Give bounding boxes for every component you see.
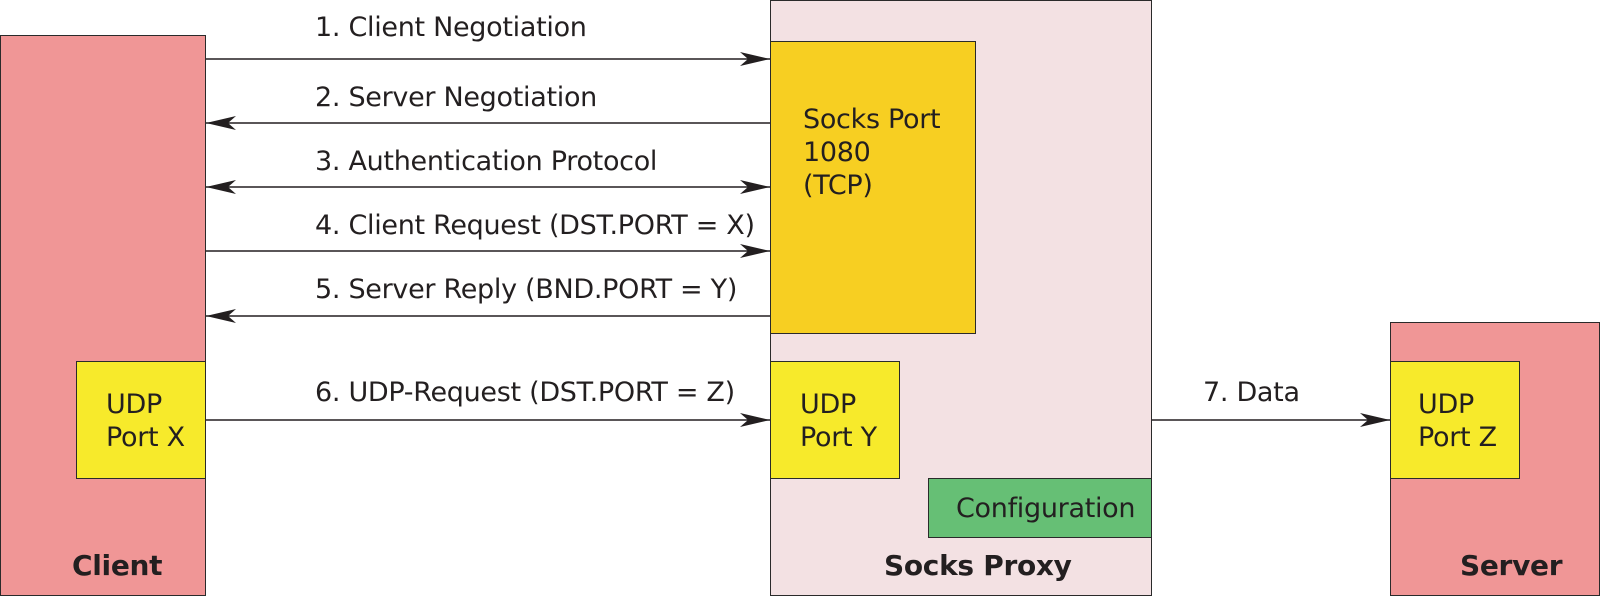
- message-label-client-negotiation: 1. Client Negotiation: [315, 12, 587, 43]
- message-label-server-reply: 5. Server Reply (BND.PORT = Y): [315, 274, 738, 305]
- message-label-authentication-protocol: 3. Authentication Protocol: [315, 146, 658, 177]
- client-udp-port-box: [76, 361, 206, 479]
- socks-port-label: Socks Port 1080 (TCP): [803, 104, 941, 201]
- socks-port-box: [770, 41, 976, 334]
- proxy-udp-port-box: [770, 361, 900, 479]
- server-udp-port-label: UDP Port Z: [1418, 389, 1497, 453]
- message-label-client-request: 4. Client Request (DST.PORT = X): [315, 210, 755, 241]
- configuration-label: Configuration: [956, 493, 1136, 524]
- message-label-data: 7. Data: [1203, 377, 1300, 408]
- proxy-udp-port-label: UDP Port Y: [800, 389, 877, 453]
- server-udp-port-box: [1390, 361, 1520, 479]
- message-label-server-negotiation: 2. Server Negotiation: [315, 82, 597, 113]
- server-name: Server: [1460, 549, 1563, 582]
- message-label-udp-request: 6. UDP-Request (DST.PORT = Z): [315, 377, 735, 408]
- client-box: [0, 35, 206, 596]
- client-udp-port-label: UDP Port X: [106, 389, 185, 453]
- client-name: Client: [72, 549, 163, 582]
- proxy-name: Socks Proxy: [884, 549, 1072, 582]
- configuration-box: [928, 478, 1152, 538]
